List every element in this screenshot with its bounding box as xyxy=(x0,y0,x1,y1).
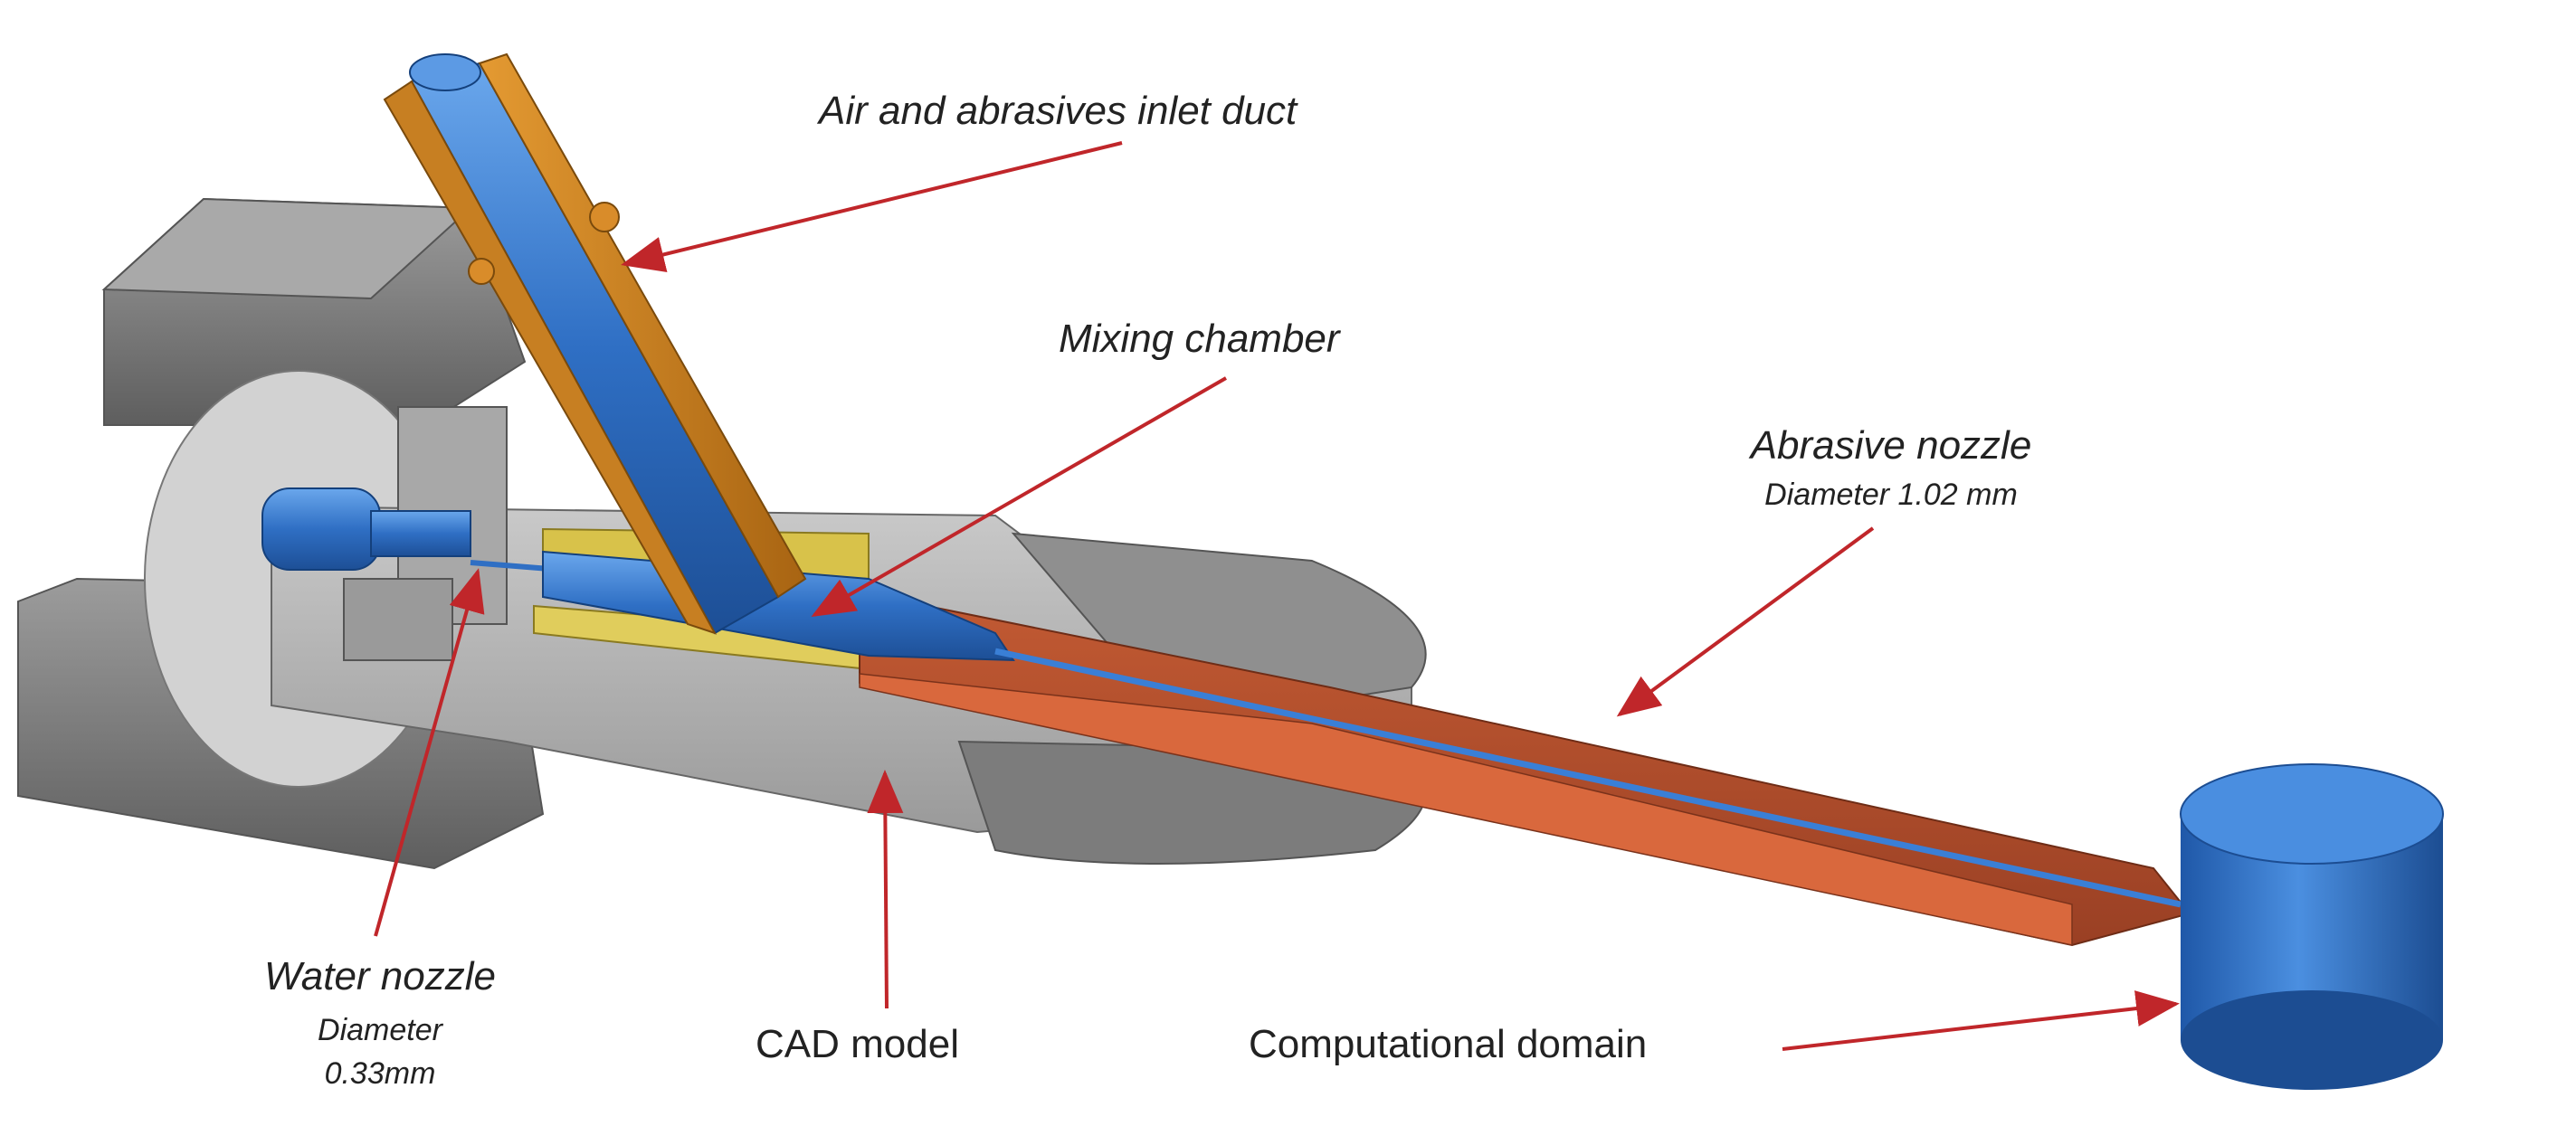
inlet-duct-wall xyxy=(478,52,807,599)
leader-arrows xyxy=(374,141,2180,1051)
computational-domain-cylinder xyxy=(2180,763,2444,1090)
label-water-nozzle: Water nozzle xyxy=(264,954,496,998)
inlet-duct-fluid-top xyxy=(409,53,481,91)
water-nozzle-shank xyxy=(370,510,471,557)
inlet-duct-pin xyxy=(589,202,620,232)
water-nozzle-cylinder xyxy=(261,487,381,571)
arrow-mixing-chamber xyxy=(811,376,1227,617)
label-abrasive-nozzle: Abrasive nozzle xyxy=(1750,423,2032,468)
arrow-abrasive-nozzle xyxy=(1616,526,1875,717)
label-inlet-duct: Air and abrasives inlet duct xyxy=(819,89,1298,133)
cylinder-bottom xyxy=(2181,990,2443,1090)
label-computational-domain: Computational domain xyxy=(1249,1022,1648,1066)
label-mixing-chamber: Mixing chamber xyxy=(1059,317,1340,361)
label-abrasive-diameter: Diameter 1.02 mm xyxy=(1764,478,2018,512)
arrow-computational-domain xyxy=(1782,990,2180,1051)
cylinder-top xyxy=(2180,763,2444,865)
housing-rear-shell xyxy=(1011,532,1427,725)
inlet-duct-pin-lower xyxy=(468,258,495,285)
abrasive-jet-line xyxy=(994,648,2182,908)
water-nozzle-holder-front xyxy=(343,578,453,661)
abrasive-nozzle-bore-face xyxy=(859,673,2073,946)
arrow-cad-model xyxy=(867,770,904,1009)
inlet-duct-wall-left xyxy=(383,80,718,635)
arrow-inlet-duct xyxy=(621,141,1123,273)
label-water-diameter: Diameter xyxy=(318,1013,442,1047)
arrow-water-nozzle xyxy=(374,568,485,937)
cad-housing xyxy=(17,197,1427,870)
label-cad-model: CAD model xyxy=(756,1022,959,1066)
label-water-diameter-value: 0.33mm xyxy=(324,1056,436,1091)
